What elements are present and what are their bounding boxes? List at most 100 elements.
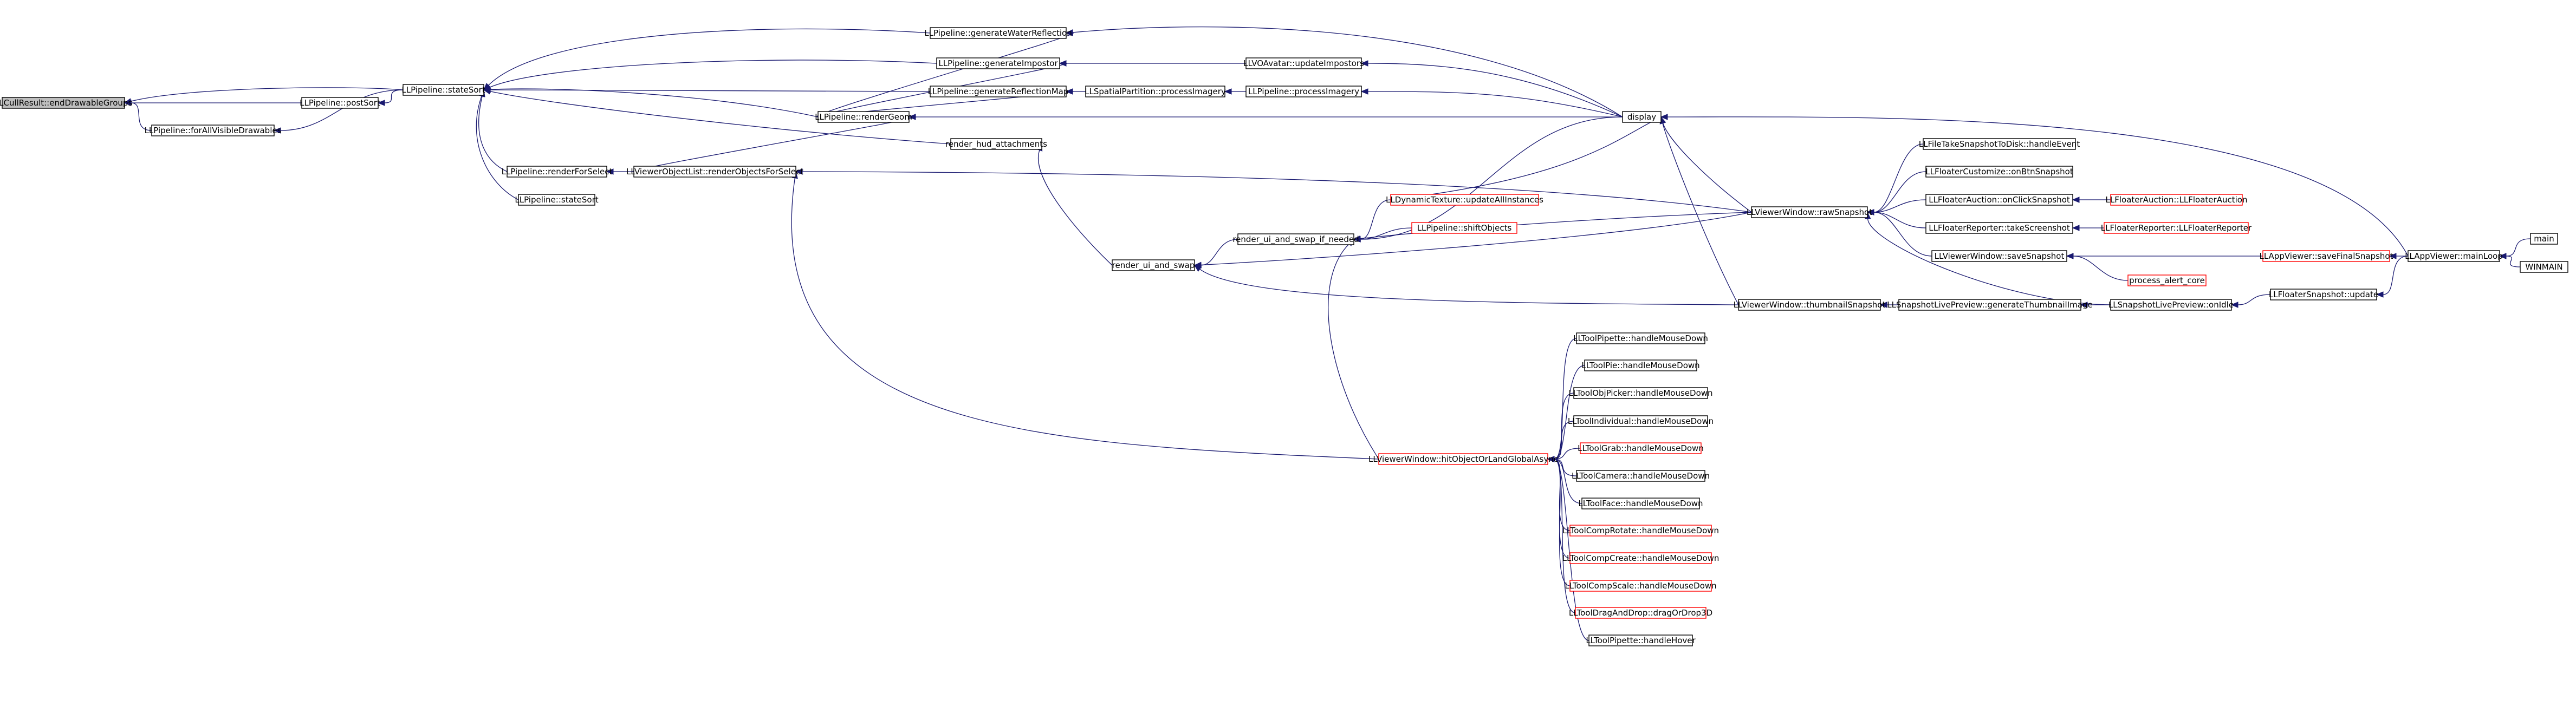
node-llpipeline-forallvisibledrawables[interactable]: LLPipeline::forAllVisibleDrawables [145,125,282,136]
edge-line [131,102,152,131]
node-lltoolgrab-handlemousedown[interactable]: LLToolGrab::handleMouseDown [1578,442,1704,454]
edge-render-hud-attachments-to-llpipeline-statesort [483,88,951,145]
node-lltoolcomprotate-handlemousedown[interactable]: LLToolCompRotate::handleMouseDown [1562,525,1719,537]
node-label: LLVOAvatar::updateImpostors [1243,58,1364,68]
node-llviewerwindow-thumbnailsnapshot[interactable]: LLViewerWindow::thumbnailSnapshot [1734,299,1886,311]
node-llpipeline-postsort[interactable]: LLPipeline::postSort [300,97,380,109]
node-box [1112,259,1195,271]
node-lltoolpipette-handlehover[interactable]: LLToolPipette::handleHover [1586,635,1696,646]
node-lltoolface-handlemousedown[interactable]: LLToolFace::handleMouseDown [1578,498,1703,509]
node-lltooldraganddrop-dragordrop3d[interactable]: LLToolDragAndDrop::dragOrDrop3D [1569,607,1712,619]
edge-llpipeline-postsort-to-llcullresult-enddrawablegroups [124,100,302,106]
edge-llfloaterreporter-llfloaterreporter-to-llfloaterreporter-takescreenshot [2072,225,2105,231]
node-lltoolpie-handlemousedown[interactable]: LLToolPie::handleMouseDown [1581,359,1700,371]
edge-llfloatersnapshot-update-to-llsnapshotlivepreview-onidle [2230,294,2271,308]
node-label: LLFileTakeSnapshotToDisk::handleEvent [1919,139,2080,149]
node-llviewerwindow-hitobjectorlandglobalasync[interactable]: LLViewerWindow::hitObjectOrLandGlobalAsy… [1368,453,1558,465]
edge-line [1554,459,1582,504]
node-llviewerwindow-savesnapshot[interactable]: LLViewerWindow::saveSnapshot [1931,250,2067,262]
edge-llsnapshotlivepreview-onidle-to-llsnapshotlivepreview-generatethumbnailimage [2080,302,2111,308]
edge-line [1367,63,1623,117]
node-display[interactable]: display [1622,111,1662,123]
node-llpipeline-shiftobjects[interactable]: LLPipeline::shiftObjects [1411,222,1517,234]
node-llappviewer-mainloop[interactable]: LLAppViewer::mainLoop [2405,250,2503,262]
node-label: render_hud_attachments [945,139,1047,149]
edge-llviewerwindow-rawsnapshot-to-render-ui-and-swap [1193,212,1752,269]
node-lltoolcompscale-handlemousedown[interactable]: LLToolCompScale::handleMouseDown [1565,580,1717,592]
node-box [2110,194,2243,206]
node-box [1237,233,1354,245]
node-lltoolpipette-handlemousedown[interactable]: LLToolPipette::handleMouseDown [1573,332,1708,344]
node-llspatialpartition-processimagery[interactable]: LLSpatialPartition::processImagery [1085,86,1226,97]
edge-line [632,116,917,172]
edge-arrowhead [2376,291,2384,298]
node-winmain[interactable]: WINMAIN [2520,261,2568,273]
node-box [1580,442,1702,454]
node-main[interactable]: main [2530,233,2558,245]
edge-arrowhead [1065,29,1073,36]
node-llviewerwindow-rawsnapshot[interactable]: LLViewerWindow::rawSnapshot [1747,206,1872,218]
node-llpipeline-statesort[interactable]: LLPipeline::stateSort [401,84,485,96]
node-label: LLToolFace::handleMouseDown [1578,499,1703,508]
edge-arrowhead [606,168,614,175]
node-llfloaterreporter-takescreenshot[interactable]: LLFloaterReporter::takeScreenshot [1925,222,2073,234]
node-layer: LLCullResult::endDrawableGroupsLLPipelin… [0,27,2568,646]
node-llfloatersnapshot-update[interactable]: LLFloaterSnapshot::update [2269,289,2378,300]
node-llfiletakesnapshottodisk-handleevent[interactable]: LLFileTakeSnapshotToDisk::handleEvent [1919,138,2080,150]
node-llcullresult-enddrawablegroups[interactable]: LLCullResult::endDrawableGroups [0,97,132,109]
edge-llvoavatar-updateimpostors-to-llpipeline-generateimpostor [1059,60,1246,67]
node-lldynamictexture-updateallinstances[interactable]: LLDynamicTexture::updateAllInstances [1386,194,1543,206]
edge-line [1554,459,1589,641]
node-render-ui-and-swap-if-needed[interactable]: render_ui_and_swap_if_needed [1232,233,1359,245]
node-llfloaterauction-llfloaterauction[interactable]: LLFloaterAuction::LLFloaterAuction [2106,194,2248,206]
node-llpipeline-statesort[interactable]: LLPipeline::stateSort [515,194,599,206]
edge-arrowhead [1065,88,1073,95]
node-llfloatercustomize-onbtnsnapshot[interactable]: LLFloaterCustomize::onBtnSnapshot [1925,166,2073,178]
node-lltoolindividual-handlemousedown[interactable]: LLToolIndividual::handleMouseDown [1568,415,1714,427]
node-box [301,97,379,109]
node-lltoolobjpicker-handlemousedown[interactable]: LLToolObjPicker::handleMouseDown [1568,387,1713,399]
edge-llpipeline-generatereflectionmap-to-llpipeline-statesort [483,87,931,93]
node-label: LLCullResult::endDrawableGroups [0,98,132,108]
node-lltoolcamera-handlemousedown[interactable]: LLToolCamera::handleMouseDown [1572,470,1710,482]
node-llviewerobjectlist-renderobjectsforselect[interactable]: LLViewerObjectList::renderObjectsForSele… [626,166,803,178]
node-llpipeline-generatewaterreflection[interactable]: LLPipeline::generateWaterReflection [924,27,1072,39]
node-llpipeline-generateimpostor[interactable]: LLPipeline::generateImpostor [936,57,1060,69]
node-label: LLFloaterReporter::takeScreenshot [1929,223,2070,233]
edge-llfloaterauction-llfloaterauction-to-llfloaterauction-onclicksnapshot [2072,197,2111,203]
node-box [2530,233,2558,245]
edge-line [802,171,1752,213]
node-llfloaterreporter-llfloaterreporter[interactable]: LLFloaterReporter::LLFloaterReporter [2101,222,2252,234]
node-render-hud-attachments[interactable]: render_hud_attachments [945,138,1047,150]
edge-line [478,96,508,172]
node-label: LLFloaterAuction::onClickSnapshot [1929,195,2070,205]
node-llpipeline-rendergeom[interactable]: LLPipeline::renderGeom [815,111,912,123]
node-process-alert-core[interactable]: process_alert_core [2127,274,2207,286]
node-render-ui-and-swap[interactable]: render_ui_and_swap [1112,259,1195,271]
edge-arrowhead [1547,456,1555,462]
node-llsnapshotlivepreview-generatethumbnailimage[interactable]: LLSnapshotLivePreview::generateThumbnail… [1887,299,2093,311]
node-llvoavatar-updateimpostors[interactable]: LLVOAvatar::updateImpostors [1243,57,1364,69]
node-label: LLPipeline::stateSort [401,85,485,95]
node-box [2408,250,2500,262]
node-label: LLPipeline::stateSort [515,195,598,205]
edge-arrowhead [124,98,132,104]
node-label: LLToolPipette::handleMouseDown [1573,333,1708,343]
node-llsnapshotlivepreview-onidle[interactable]: LLSnapshotLivePreview::onIdle [2108,299,2234,311]
node-llpipeline-processimagery[interactable]: LLPipeline::processImagery [1245,86,1362,97]
node-box [1245,57,1362,69]
node-box [1738,299,1881,311]
node-box [950,138,1042,150]
node-label: render_ui_and_swap_if_needed [1232,234,1359,245]
node-llappviewer-savefinalsnapshot[interactable]: LLAppViewer::saveFinalSnapshot [2259,250,2393,262]
edge-line [1038,150,1113,266]
edge-arrowhead [2230,302,2238,308]
edge-llpipeline-processimagery-to-llspatialpartition-processimagery [1224,88,1246,95]
edge-llappviewer-mainloop-to-display [1660,114,2409,257]
node-llpipeline-generatereflectionmap[interactable]: LLPipeline::generateReflectionMap [928,86,1069,97]
node-box [507,166,607,178]
node-llpipeline-renderforselect[interactable]: LLPipeline::renderForSelect [502,166,613,178]
node-lltoolcompcreate-handlemousedown[interactable]: LLToolCompCreate::handleMouseDown [1562,552,1720,564]
node-label: LLAppViewer::mainLoop [2405,251,2503,261]
node-llfloaterauction-onclicksnapshot[interactable]: LLFloaterAuction::onClickSnapshot [1925,194,2073,206]
